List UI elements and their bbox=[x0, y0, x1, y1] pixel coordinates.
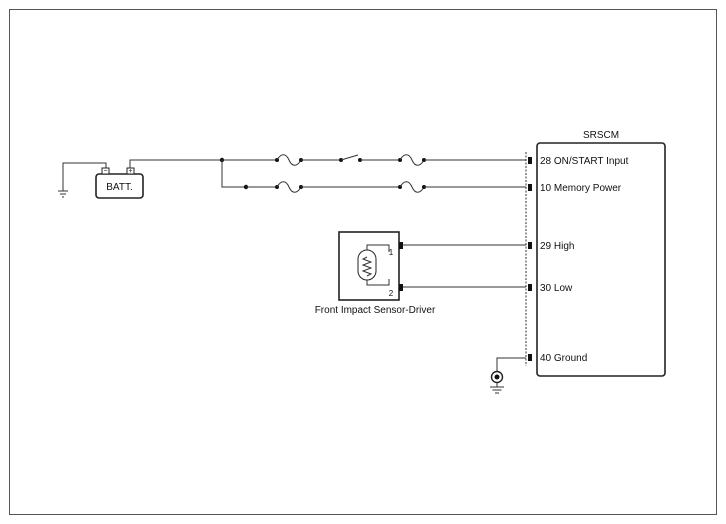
pin-label-30: 30 Low bbox=[540, 283, 573, 294]
pin-label-28: 28 ON/START Input bbox=[540, 156, 629, 167]
battery-positive-sign: + bbox=[128, 168, 132, 175]
battery: − + BATT. bbox=[95, 167, 144, 199]
battery-negative-terminal bbox=[101, 167, 110, 175]
pin-29-terminal bbox=[528, 242, 532, 249]
pin-28-terminal bbox=[528, 157, 532, 164]
fuse-1-symbol bbox=[276, 154, 302, 166]
pin-label-40: 40 Ground bbox=[540, 353, 587, 364]
sensor-pin-2-terminal bbox=[399, 284, 403, 291]
pin-label-10: 10 Memory Power bbox=[540, 183, 622, 194]
front-impact-sensor: 1 2 Front Impact Sensor-Driver bbox=[315, 231, 436, 316]
srscm-title: SRSCM bbox=[583, 130, 619, 141]
battery-positive-wire bbox=[129, 159, 222, 168]
memory-power-circuit bbox=[246, 181, 526, 193]
pin-10-terminal bbox=[528, 184, 532, 191]
sensor-resistor-icon bbox=[361, 256, 373, 277]
fuse-2-symbol bbox=[399, 154, 425, 166]
sensor-pin-1-label: 1 bbox=[389, 248, 394, 257]
battery-label: BATT. bbox=[106, 182, 132, 193]
sensor-pin-2-label: 2 bbox=[389, 289, 394, 298]
ignition-feed-circuit bbox=[222, 154, 526, 166]
sensor-caption: Front Impact Sensor-Driver bbox=[315, 305, 436, 316]
srscm-module: SRSCM 28 ON/START Input 10 Memory Power … bbox=[525, 130, 666, 377]
module-ground-symbol bbox=[490, 357, 526, 394]
battery-body bbox=[95, 173, 144, 199]
pin-30-terminal bbox=[528, 284, 532, 291]
srscm-body bbox=[536, 142, 666, 377]
pin-label-29: 29 High bbox=[540, 241, 574, 252]
ignition-switch-blade bbox=[340, 154, 359, 161]
fuse-4-symbol bbox=[399, 181, 425, 193]
battery-ground-symbol bbox=[58, 162, 107, 198]
fuse-3-symbol bbox=[276, 181, 302, 193]
battery-negative-sign: − bbox=[103, 168, 107, 175]
page-frame bbox=[9, 9, 717, 515]
pin-40-terminal bbox=[528, 354, 532, 361]
splice-branch-wire bbox=[221, 160, 246, 188]
sensor-pin-1-terminal bbox=[399, 242, 403, 249]
